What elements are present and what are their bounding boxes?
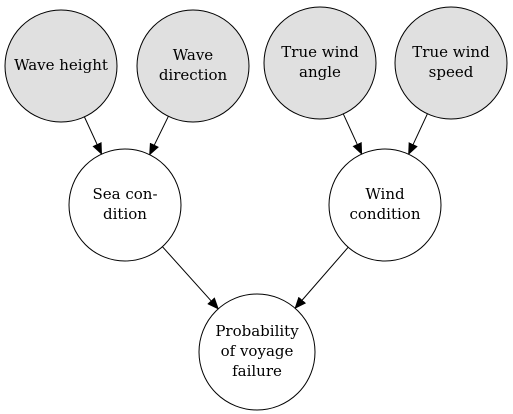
node-probability-of-voyage-failure: Probability of voyage failure (198, 293, 316, 411)
node-sea-condition: Sea con-dition (68, 148, 182, 262)
edge-wind-condition-to-probability-of-voyage-failure (294, 246, 349, 310)
node-wave-direction: Wave direction (136, 9, 250, 123)
node-circle-wind-condition (328, 148, 442, 262)
node-label-wave-direction-line-1: Wave (173, 46, 214, 64)
node-label-wave-direction-line-2: direction (159, 66, 228, 84)
node-label-true-wind-speed-line-1: True wind (412, 43, 490, 61)
node-label-sea-condition-line-2: dition (103, 205, 147, 223)
node-label-true-wind-angle-line-1: True wind (281, 43, 359, 61)
node-true-wind-angle: True wind angle (263, 6, 377, 120)
node-wind-condition: Wind condition (328, 148, 442, 262)
node-wave-height: Wave height (4, 9, 118, 123)
node-circle-true-wind-speed (394, 6, 508, 120)
node-label-true-wind-angle-line-2: angle (299, 63, 341, 81)
node-circle-wave-height (4, 9, 118, 123)
node-label-probability-of-voyage-failure-line-3: failure (232, 362, 282, 380)
node-label-wave-height-line-1: Wave height (14, 56, 108, 74)
node-circle-sea-condition (68, 148, 182, 262)
edge-true-wind-speed-to-wind-condition (408, 113, 428, 156)
edges-layer (83, 113, 428, 310)
node-label-sea-condition-line-1: Sea con- (92, 185, 157, 203)
edge-sea-condition-to-probability-of-voyage-failure (162, 246, 219, 310)
node-label-wind-condition-line-2: condition (349, 205, 420, 223)
edge-wave-direction-to-sea-condition (149, 116, 169, 156)
node-label-probability-of-voyage-failure-line-1: Probability (215, 322, 299, 340)
edge-wave-height-to-sea-condition (83, 116, 103, 156)
node-true-wind-speed: True wind speed (394, 6, 508, 120)
node-circle-wave-direction (136, 9, 250, 123)
node-circle-probability-of-voyage-failure (198, 293, 316, 411)
node-label-true-wind-speed-line-2: speed (429, 63, 474, 81)
node-label-wind-condition-line-1: Wind (365, 185, 405, 203)
node-circle-true-wind-angle (263, 6, 377, 120)
edge-true-wind-angle-to-wind-condition (342, 113, 363, 155)
node-label-probability-of-voyage-failure-line-2: of voyage (221, 342, 294, 360)
